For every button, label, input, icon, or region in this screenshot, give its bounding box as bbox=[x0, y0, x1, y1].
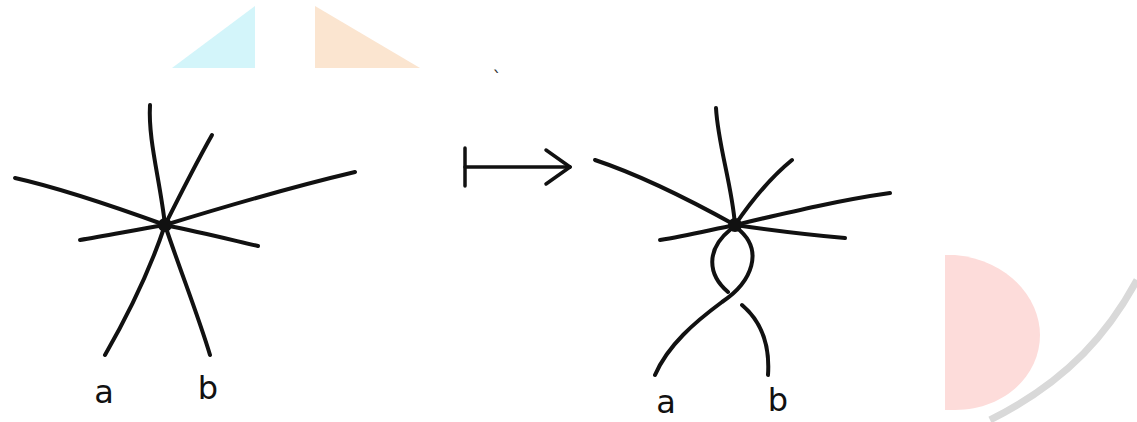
edge-label: b bbox=[768, 384, 788, 416]
maps-to-arrow bbox=[465, 148, 570, 186]
decor-halfdisc bbox=[945, 255, 1040, 410]
star-graph bbox=[15, 105, 355, 355]
edge-label: a bbox=[656, 386, 676, 418]
decor-triangle bbox=[315, 6, 420, 68]
decor-curve bbox=[990, 280, 1137, 420]
edge-label: a bbox=[94, 376, 114, 408]
stray-mark: ` bbox=[493, 69, 502, 87]
edge-label: b bbox=[198, 372, 218, 404]
vertex-dot bbox=[158, 218, 172, 232]
vertex-dot bbox=[728, 218, 742, 232]
decor-triangle bbox=[172, 6, 255, 68]
twisted-star-graph bbox=[595, 108, 890, 375]
